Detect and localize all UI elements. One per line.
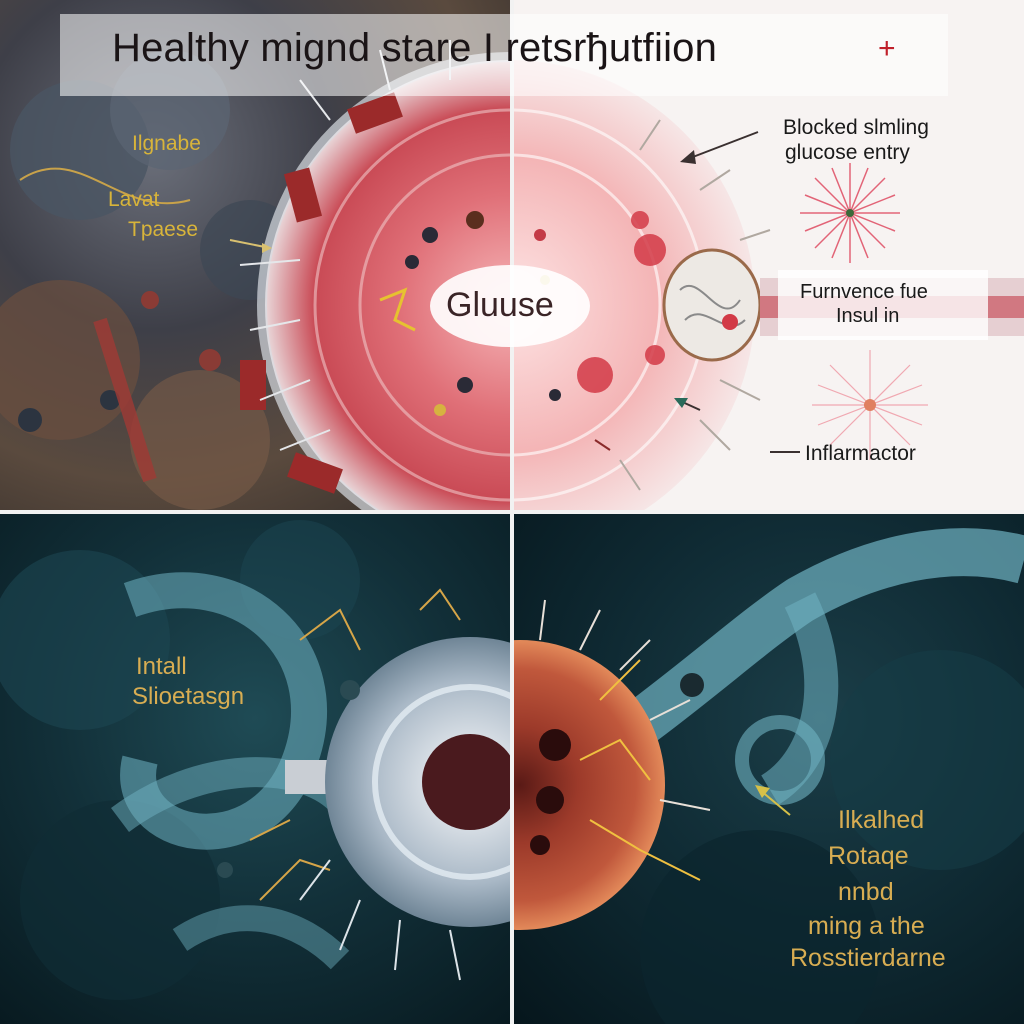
- page-title: Healthy mignd stare I retsrђutfiion: [112, 26, 718, 70]
- label-bottom-right-5: Rosstierdarne: [790, 944, 946, 972]
- glucose-label: Gluuse: [446, 286, 554, 324]
- label-top-left-1: Ilgnabe: [132, 132, 201, 155]
- label-bottom-right-3: nnbd: [838, 878, 894, 906]
- inflammation-label: Inflarmactor: [805, 442, 916, 465]
- top-left-texture: [0, 40, 510, 510]
- title-banner: [60, 14, 948, 96]
- bottom-right-illustration: [514, 528, 1024, 1024]
- label-bottom-left-1: Intall: [136, 653, 187, 680]
- bottom-left-illustration: [0, 520, 510, 1000]
- horizontal-divider: [0, 510, 1024, 514]
- label-top-left-2a: Lavat: [108, 188, 160, 211]
- glucose-label-bubble: [430, 265, 590, 347]
- blocked-signaling-label-2: glucose entry: [785, 141, 910, 164]
- title-plus-mark: +: [878, 32, 896, 65]
- label-bottom-right-1: Ilkalhed: [838, 806, 925, 834]
- insulin-label-1: Furnvence fue: [800, 281, 928, 303]
- insulin-label-2: Insul in: [836, 305, 900, 327]
- insulin-label-box: [778, 270, 988, 340]
- label-top-left-2b: Tpaese: [128, 218, 199, 241]
- label-bottom-right-4: ming a the: [808, 912, 925, 940]
- label-bottom-right-2: Rotaqe: [828, 842, 909, 870]
- blocked-signaling-label-1: Blocked slmling: [783, 116, 929, 139]
- label-bottom-left-2: Slioetasgn: [132, 683, 245, 710]
